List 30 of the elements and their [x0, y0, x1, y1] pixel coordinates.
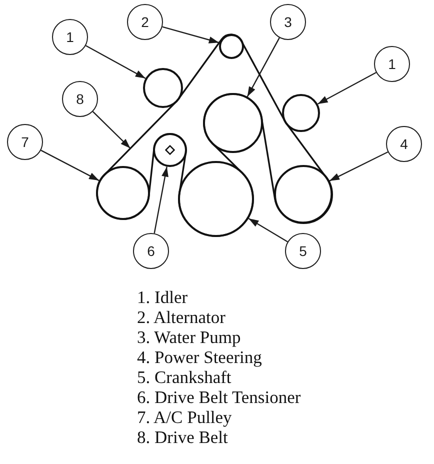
leader-arrow — [246, 38, 280, 97]
pulley — [153, 133, 187, 167]
key-entry: 4. Power Steering — [137, 347, 262, 367]
callout-number: 6 — [133, 233, 169, 269]
callout-number: 5 — [285, 233, 321, 269]
leader-arrow — [86, 45, 146, 79]
pulley — [282, 94, 320, 132]
leader-arrow — [154, 166, 168, 234]
pulley — [143, 68, 183, 108]
key-entry: 3. Water Pump — [137, 327, 241, 347]
key-entry: 7. A/C Pulley — [137, 407, 232, 427]
key-entry: 6. Drive Belt Tensioner — [137, 387, 301, 407]
callout-number: 4 — [386, 126, 422, 162]
key-entry: 1. Idler — [137, 287, 188, 307]
callout-number: 1 — [374, 46, 410, 82]
leader-arrow — [329, 151, 388, 182]
leader-arrow — [248, 218, 288, 242]
callout-number: 7 — [7, 124, 43, 160]
pulley — [203, 93, 263, 153]
key-entry: 8. Drive Belt — [137, 427, 228, 447]
key-entry: 2. Alternator — [137, 307, 226, 327]
leader-arrow — [162, 26, 220, 44]
callout-number: 8 — [62, 81, 98, 117]
leader-arrow — [317, 72, 376, 105]
callout-number: 1 — [52, 19, 88, 55]
key-entry: 5. Crankshaft — [137, 367, 232, 387]
callout-number: 3 — [270, 4, 306, 40]
callout-number: 2 — [127, 4, 163, 40]
leader-arrow — [92, 111, 131, 149]
leader-arrow — [40, 150, 100, 182]
